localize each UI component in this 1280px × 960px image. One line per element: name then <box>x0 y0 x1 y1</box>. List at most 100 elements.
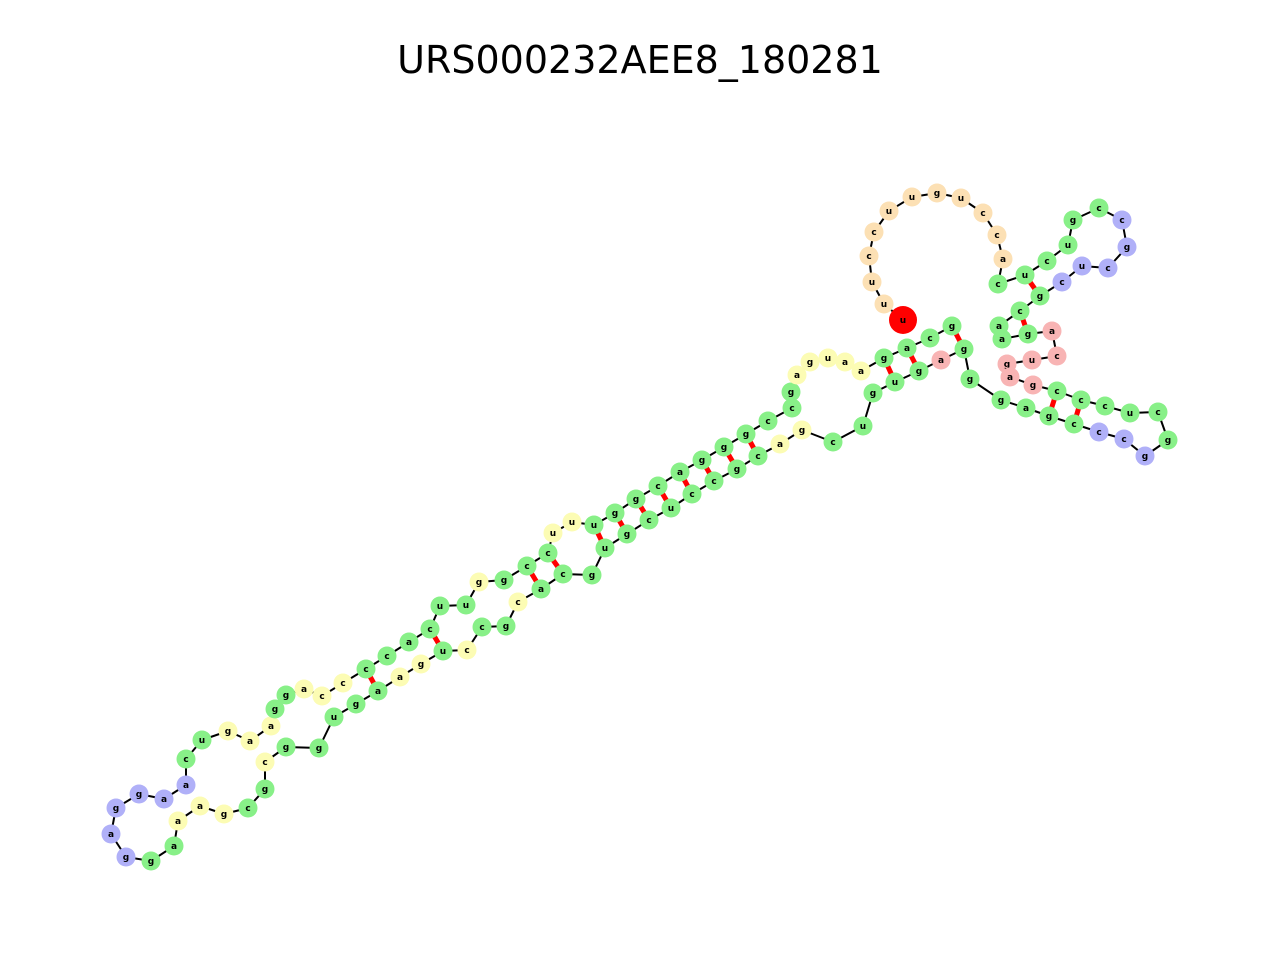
nucleotide-circle <box>255 779 275 799</box>
nucleotide-circle <box>682 484 702 504</box>
nucleotide-label: g <box>476 578 482 588</box>
nucleotide-circle <box>1047 346 1067 366</box>
nucleotide: c <box>988 274 1008 294</box>
nucleotide: g <box>1117 237 1137 257</box>
nucleotide-label: c <box>1119 216 1124 226</box>
nucleotide-label: u <box>668 504 674 514</box>
nucleotide-circle <box>1063 210 1083 230</box>
nucleotide-circle <box>927 183 947 203</box>
nucleotide-label: g <box>799 426 805 436</box>
nucleotide-label: u <box>825 354 831 364</box>
nucleotide-label: u <box>1079 262 1085 272</box>
nucleotide: u <box>324 707 344 727</box>
nucleotide-label: g <box>934 189 940 199</box>
nucleotide: u <box>1072 256 1092 276</box>
nucleotide: c <box>823 432 843 452</box>
nucleotide: c <box>538 543 558 563</box>
nucleotide: c <box>1047 381 1067 401</box>
nucleotide-circle <box>1071 390 1091 410</box>
nucleotide-label: c <box>464 646 469 656</box>
nucleotide: u <box>951 188 971 208</box>
nucleotide-circle <box>748 446 768 466</box>
nucleotide-label: u <box>1029 356 1035 366</box>
nucleotide: u <box>1058 235 1078 255</box>
nucleotide: g <box>792 420 812 440</box>
nucleotide-circle <box>909 361 929 381</box>
nucleotide: g <box>942 316 962 336</box>
nucleotide-circle <box>885 372 905 392</box>
nucleotide: g <box>496 616 516 636</box>
nucleotide: c <box>639 510 659 530</box>
nucleotide-label: g <box>961 345 967 355</box>
nucleotide-label: c <box>866 252 871 262</box>
nucleotide: g <box>1039 406 1059 426</box>
nucleotide-circle <box>853 416 873 436</box>
nucleotide-circle <box>1135 446 1155 466</box>
nucleotide-circle <box>192 730 212 750</box>
nucleotide-label: c <box>1121 435 1126 445</box>
nucleotide-label: c <box>1102 402 1107 412</box>
nucleotide-circle <box>312 686 332 706</box>
nucleotide-label: c <box>183 755 188 765</box>
nucleotide: c <box>377 646 397 666</box>
nucleotide: u <box>192 730 212 750</box>
nucleotide: a <box>1000 367 1020 387</box>
nucleotide-label: c <box>789 404 794 414</box>
nucleotide-label: c <box>1044 257 1049 267</box>
nucleotide: u <box>853 416 873 436</box>
nucleotide-label: a <box>268 722 274 732</box>
nucleotide: u <box>1120 403 1140 423</box>
nucleotide-label: u <box>591 521 597 531</box>
nucleotide-circle <box>835 352 855 372</box>
nucleotide-label: c <box>384 652 389 662</box>
nucleotide-circle <box>1064 414 1084 434</box>
nucleotide-label: a <box>858 367 864 377</box>
nucleotide: g <box>582 565 602 585</box>
nucleotide: u <box>595 538 615 558</box>
nucleotide: g <box>141 851 161 871</box>
nucleotide-circle <box>377 646 397 666</box>
nucleotide-label: u <box>881 300 887 310</box>
nucleotide: g <box>265 699 285 719</box>
nucleotide: c <box>255 752 275 772</box>
nucleotide-label: c <box>262 758 267 768</box>
nucleotide-circle <box>648 476 668 496</box>
nucleotide: a <box>176 775 196 795</box>
nucleotide-circle <box>859 246 879 266</box>
nucleotide: c <box>553 564 573 584</box>
nucleotide-label: g <box>283 691 289 701</box>
nucleotide-label: c <box>995 280 1000 290</box>
nucleotide-circle <box>553 564 573 584</box>
nucleotide-label: a <box>108 830 114 840</box>
nucleotide-label: g <box>612 509 618 519</box>
diagram-title: URS000232AEE8_180281 <box>397 38 883 82</box>
nucleotide: g <box>692 450 712 470</box>
nucleotide-label: a <box>999 335 1005 345</box>
nucleotide: c <box>312 686 332 706</box>
nucleotide-circle <box>863 383 883 403</box>
nucleotide-circle <box>1039 406 1059 426</box>
nucleotide-circle <box>472 617 492 637</box>
nucleotide-label: g <box>807 358 813 368</box>
nucleotide-circle <box>1158 430 1178 450</box>
nucleotide-circle <box>823 432 843 452</box>
nucleotide-circle <box>1016 398 1036 418</box>
nucleotide: g <box>1023 375 1043 395</box>
nucleotide-circle <box>1117 237 1137 257</box>
nucleotide-label: u <box>602 544 608 554</box>
nucleotide: g <box>927 183 947 203</box>
nucleotide-label: c <box>689 490 694 500</box>
nucleotide-circle <box>562 512 582 532</box>
nucleotide: g <box>129 784 149 804</box>
nucleotide: c <box>987 225 1007 245</box>
nucleotide: u <box>902 187 922 207</box>
nucleotide: c <box>238 798 258 818</box>
nucleotide: u <box>818 348 838 368</box>
nucleotide-label: u <box>860 422 866 432</box>
nucleotide-circle <box>864 222 884 242</box>
nucleotide-label: a <box>538 585 544 595</box>
nucleotide: c <box>1089 198 1109 218</box>
nucleotide-label: g <box>734 465 740 475</box>
nucleotide: g <box>874 348 894 368</box>
nucleotide: g <box>800 352 820 372</box>
